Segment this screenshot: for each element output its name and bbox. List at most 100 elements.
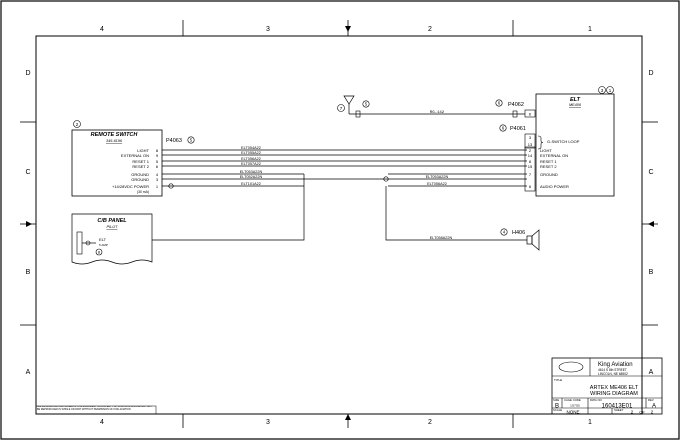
pin-number: 6 [529, 184, 532, 189]
dwg-label: DWG NO [590, 398, 603, 402]
gswitch-label: G-SWITCH LOOP [547, 139, 580, 144]
pin-number: 4 [156, 172, 159, 177]
speaker-icon [526, 235, 533, 245]
p4062-connector-box [524, 109, 536, 118]
rev-label: REV [648, 398, 654, 402]
center-arrow-right [648, 221, 654, 227]
callout-number: 5 [365, 102, 368, 107]
h406-label: H406 [512, 230, 525, 236]
row-label: C [25, 169, 30, 176]
elt-part: ME406 [569, 103, 582, 107]
pin-label: LIGHT [540, 148, 552, 153]
sheet-total: 2 [651, 410, 654, 415]
remote-switch-title: REMOTE SWITCH [91, 132, 139, 138]
callout-number: 3 [601, 88, 604, 93]
cage-value: 1G7G5 [570, 404, 580, 408]
remote-switch: 2 REMOTE SWITCH 345-6196 P4063 5 LIGHT E… [71, 120, 195, 197]
col-label: 1 [588, 419, 592, 426]
pin-number: 8 [156, 148, 159, 153]
callout-circle [606, 86, 614, 94]
row-label: D [25, 70, 30, 77]
breaker-icon [85, 240, 91, 246]
connector-p4061: P4061 [510, 126, 526, 132]
pin-number: 8 [529, 159, 532, 164]
antenna-icon [343, 95, 355, 105]
col-label: 4 [100, 419, 104, 426]
bus-bar [76, 231, 83, 255]
pin-number: 3 [529, 135, 532, 140]
remote-switch-box [71, 129, 163, 197]
connector-p4063: P4063 [166, 138, 182, 144]
pin-label: GROUND [540, 172, 558, 177]
wire-label: ELT052A22N [240, 175, 263, 179]
col-label: 2 [428, 419, 432, 426]
row-label: B [649, 269, 654, 276]
center-arrow-bottom [345, 414, 351, 420]
elt-title: ELT [570, 97, 581, 103]
center-arrow-left [26, 221, 32, 227]
row-label: A [649, 369, 654, 376]
pin-number: 13 [528, 142, 533, 147]
wire-label: ELT053A22N [240, 170, 263, 174]
cb-panel-sub: PILOT [107, 225, 119, 229]
size-label: SIZE [553, 398, 559, 402]
remote-switch-part: 345-6196 [106, 139, 123, 143]
wire-label: ELT056A22 [427, 182, 447, 186]
pin-label: GROUND [131, 177, 149, 182]
callout-number: 2 [76, 122, 79, 127]
callout-number: 5 [190, 138, 193, 143]
callout-number: 6 [502, 126, 505, 131]
callout-circle [73, 120, 81, 128]
pin-label: AUDIO POWER [540, 184, 569, 189]
rev-value: A [652, 404, 656, 410]
antenna: 7 5 RG-142 [337, 95, 525, 118]
cable-label: RG-142 [430, 111, 445, 115]
callout-number: 8 [98, 250, 101, 255]
elt-box [535, 93, 615, 197]
gswitch-connector-box [524, 133, 536, 149]
cb-panel-title: C/B PANEL [97, 218, 127, 224]
breaker-rating: 5 AMP [99, 243, 108, 247]
callout-circle [362, 100, 370, 108]
pin-label: RESET 2 [540, 164, 557, 169]
pin-number: 1 [156, 184, 159, 189]
title-block: King Aviation 4614 S 8th STREET LINCOLN,… [551, 357, 663, 415]
wire-label: ELT053A22N [426, 175, 449, 179]
pin-number: 6 [156, 164, 159, 169]
col-label: 3 [266, 26, 270, 33]
pin-number: 6 [529, 112, 532, 117]
breaker-label: ELT [99, 237, 107, 242]
pin-number: 7 [529, 172, 532, 177]
cb-panel-outline [71, 213, 153, 265]
sheet-of: OF [639, 410, 645, 415]
proprietary-box [35, 405, 157, 415]
callout-circle [598, 86, 606, 94]
cage-label: CAGE CODE [564, 398, 581, 402]
p4061-connector-box [524, 146, 536, 192]
callout-circle [187, 136, 195, 144]
pin-label: RESET 2 [132, 164, 149, 169]
callout-number: 1 [609, 88, 612, 93]
pin-label: EXTERNAL ON [121, 153, 149, 158]
callout-circle [95, 248, 103, 256]
sheet-value: 2 [631, 410, 634, 415]
drawing-frame [35, 35, 643, 415]
col-label: 2 [428, 26, 432, 33]
pin-number: 3 [156, 177, 159, 182]
callout-circle [337, 104, 345, 112]
wire-label: ELT056A22 [241, 157, 261, 161]
center-arrow-top [345, 26, 351, 32]
row-label: A [26, 369, 31, 376]
proprietary-note: ALL INFORMATION CONTAINED IN THIS DOCUME… [37, 406, 152, 411]
pin-label: RESET 1 [132, 159, 149, 164]
callout-number: 6 [498, 101, 501, 106]
pin-number: 5 [156, 159, 159, 164]
drawing-title-line1: ARTEX ME406 ELT [590, 385, 639, 391]
col-label: 3 [266, 419, 270, 426]
wire-label: ELT054A22 [241, 146, 261, 150]
pin-number: 14 [528, 153, 533, 158]
row-label: C [648, 169, 653, 176]
callout-number: 4 [503, 230, 506, 235]
